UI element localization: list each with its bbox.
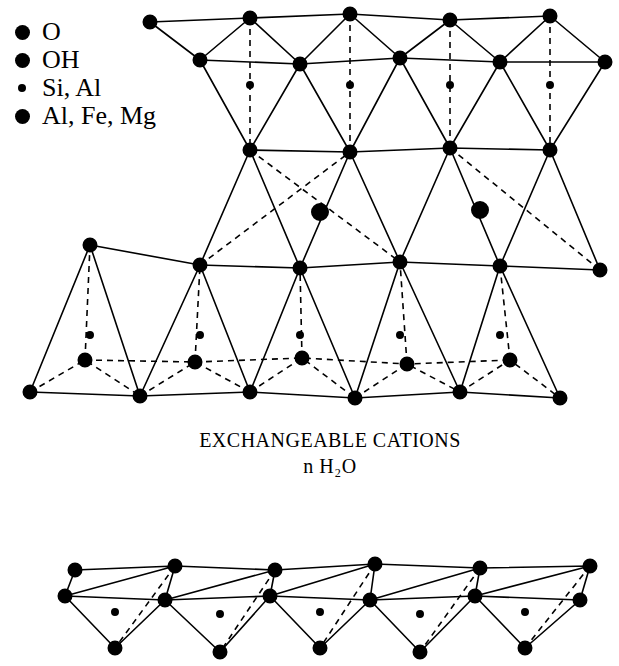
interlayer-text: EXCHANGEABLE CATIONS: [196, 429, 464, 451]
legend-entry: Al, Fe, Mg: [14, 102, 158, 130]
oxygen-atoms: [30, 14, 605, 652]
octahedral-sheet: [200, 148, 600, 270]
next-layer-tetrahedral-sheet: [65, 564, 590, 652]
next-layer-hidden-edges: [115, 564, 590, 652]
legend-entry: Si, Al: [14, 74, 103, 102]
atoms: [30, 14, 605, 652]
silicon-atoms: [90, 85, 550, 614]
legend-label: O: [40, 18, 63, 46]
layer-label: EXCHANGEABLE CATIONS: [196, 428, 464, 452]
legend-label: OH: [40, 46, 82, 74]
sheet-edges: [30, 14, 605, 652]
atom-symbol: [18, 84, 26, 92]
layer-label: n H₂O: [300, 454, 359, 478]
interlayer-text: n H₂O: [300, 455, 359, 477]
legend-entry: OH: [14, 46, 82, 74]
octahedral-hidden-edges: [200, 148, 600, 270]
legend-label: Al, Fe, Mg: [40, 102, 158, 130]
legend-label: Si, Al: [40, 74, 103, 102]
atom-symbol: [15, 25, 30, 40]
legend-entry: O: [14, 18, 63, 46]
upper-tetrahedral-sheet: [150, 14, 605, 152]
octahedral-cations: [320, 210, 480, 212]
atom-symbol: [15, 53, 30, 68]
upper-tetrahedral-hidden-edges: [250, 14, 550, 152]
atom-symbol: [15, 109, 30, 124]
